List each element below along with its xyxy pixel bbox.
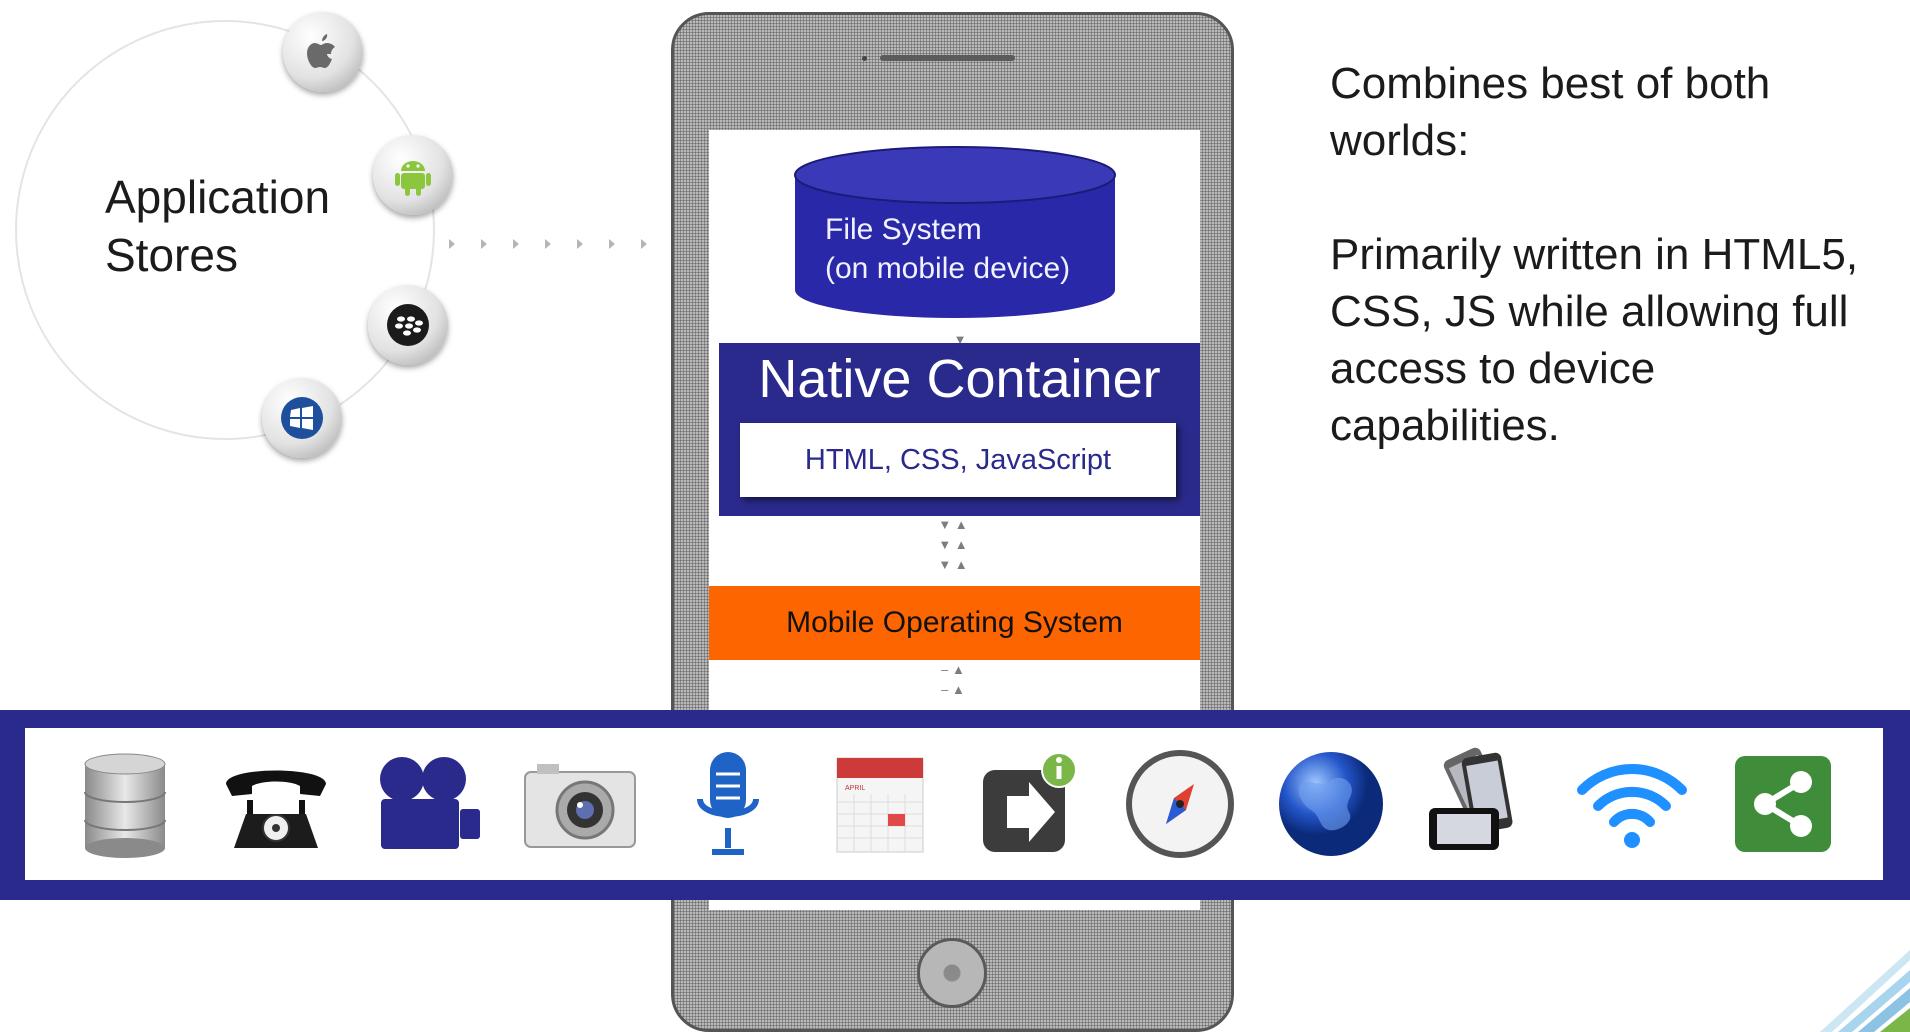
- svg-text:APRIL: APRIL: [845, 785, 865, 792]
- app-stores-label: Application Stores: [105, 171, 331, 281]
- calendar-icon: APRIL: [819, 744, 939, 864]
- file-system-label: File System (on mobile device): [825, 213, 1071, 285]
- android-icon: [373, 135, 453, 215]
- home-button[interactable]: [917, 938, 987, 1008]
- notification-icon: [969, 744, 1089, 864]
- blackberry-icon: [368, 285, 448, 365]
- os-hardware-arrows: – ▲– ▲: [941, 662, 965, 697]
- description-text: Combines best of both worlds: Primarily …: [1330, 55, 1890, 454]
- camera-icon: [517, 744, 637, 864]
- native-container-title: Native Container: [758, 349, 1161, 409]
- mobile-os-box: Mobile Operating System: [709, 586, 1200, 660]
- apple-icon: [283, 12, 363, 92]
- compass-icon: [1120, 744, 1240, 864]
- globe-icon: [1271, 744, 1391, 864]
- database-icon: [65, 744, 185, 864]
- microphone-icon: [668, 744, 788, 864]
- windows-icon: [262, 378, 342, 458]
- device-capabilities-icons: APRIL: [25, 728, 1883, 880]
- store-to-device-arrows: [449, 239, 647, 249]
- share-icon: [1723, 744, 1843, 864]
- telephone-icon: [216, 744, 336, 864]
- video-camera-icon: [367, 744, 487, 864]
- phone-speaker: [880, 55, 1015, 61]
- accelerometer-icon: [1421, 744, 1541, 864]
- container-os-arrows: ▼ ▲▼ ▲▼ ▲: [938, 517, 968, 572]
- web-code-box: HTML, CSS, JavaScript: [740, 423, 1176, 497]
- file-system-cylinder: [794, 146, 1116, 318]
- app-stores-circle: [15, 20, 435, 440]
- front-camera: [862, 56, 867, 61]
- description-line-2: Primarily written in HTML5, CSS, JS whil…: [1330, 230, 1859, 450]
- corner-decoration: [1820, 950, 1910, 1032]
- description-line-1: Combines best of both worlds:: [1330, 59, 1771, 165]
- wifi-icon: [1572, 744, 1692, 864]
